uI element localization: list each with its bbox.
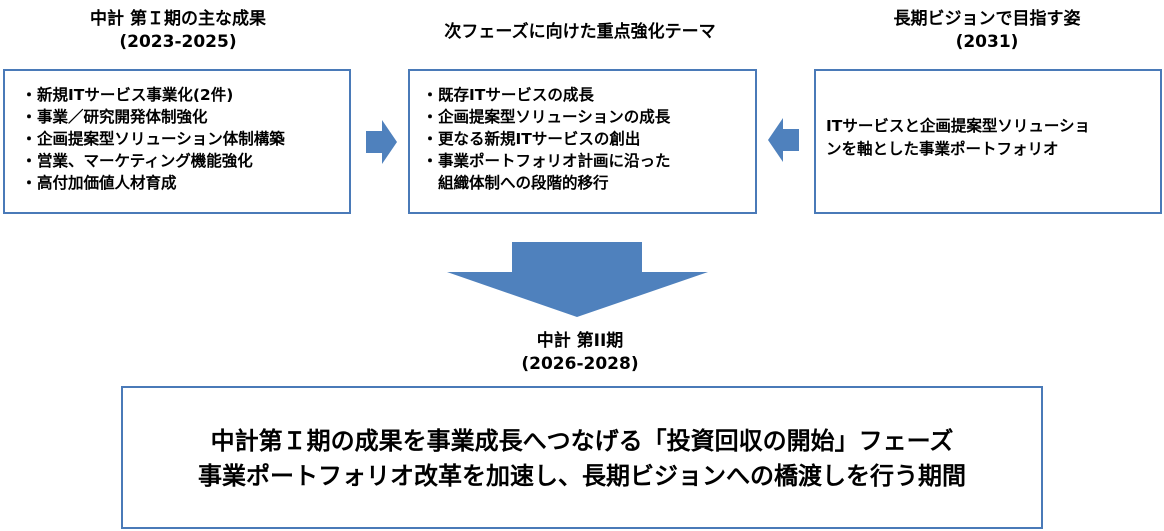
right-vision-line-1: ITサービスと企画提案型ソリューショ (826, 117, 1091, 135)
bottom-column-title: 中計 第II期 (2026-2028) (360, 330, 800, 376)
left-subtitle: (2023-2025) (119, 32, 237, 52)
list-item: ・営業、マーケティング機能強化 (21, 152, 253, 170)
phase-summary-line-2: 事業ポートフォリオ改革を加速し、長期ビジョンへの橋渡しを行う期間 (198, 462, 966, 490)
list-item: ・新規ITサービス事業化(2件) (21, 86, 234, 104)
down-arrow-icon (447, 242, 708, 317)
right-title: 長期ビジョンで目指す姿 (893, 9, 1081, 29)
list-item: ・高付加価値人材育成 (21, 174, 177, 192)
list-item: ・企画提案型ソリューションの成長 (422, 108, 671, 126)
bottom-title: 中計 第II期 (536, 331, 624, 351)
right-arrow-icon (366, 120, 397, 164)
left-results-list: ・新規ITサービス事業化(2件) ・事業／研究開発体制強化 ・企画提案型ソリュー… (21, 84, 349, 194)
middle-themes-list: ・既存ITサービスの成長 ・企画提案型ソリューションの成長 ・更なる新規ITサー… (422, 84, 755, 194)
left-title: 中計 第Ｉ期の主な成果 (90, 9, 266, 29)
bottom-subtitle: (2026-2028) (521, 354, 639, 374)
middle-themes-box: ・既存ITサービスの成長 ・企画提案型ソリューションの成長 ・更なる新規ITサー… (408, 69, 757, 214)
right-subtitle: (2031) (955, 32, 1019, 52)
right-vision-box: ITサービスと企画提案型ソリューショ ンを軸とした事業ポートフォリオ (814, 69, 1162, 214)
right-vision-text: ITサービスと企画提案型ソリューショ ンを軸とした事業ポートフォリオ (826, 115, 1160, 161)
phase-summary-box: 中計第Ｉ期の成果を事業成長へつなげる「投資回収の開始」フェーズ 事業ポートフォリ… (121, 386, 1043, 529)
left-column-title: 中計 第Ｉ期の主な成果 (2023-2025) (0, 8, 356, 54)
right-vision-line-2: ンを軸とした事業ポートフォリオ (826, 140, 1059, 158)
list-item: 組織体制への段階的移行 (438, 174, 609, 192)
phase-summary-line-1: 中計第Ｉ期の成果を事業成長へつなげる「投資回収の開始」フェーズ (210, 427, 954, 455)
right-column-title: 長期ビジョンで目指す姿 (2031) (810, 8, 1164, 54)
middle-title: 次フェーズに向けた重点強化テーマ (444, 22, 716, 42)
list-item: ・更なる新規ITサービスの創出 (422, 130, 641, 148)
left-arrow-icon (768, 118, 799, 162)
middle-column-title: 次フェーズに向けた重点強化テーマ (360, 21, 800, 44)
list-item: ・企画提案型ソリューション体制構築 (21, 130, 285, 148)
list-item: ・既存ITサービスの成長 (422, 86, 594, 104)
list-item: ・事業／研究開発体制強化 (21, 108, 208, 126)
list-item: ・事業ポートフォリオ計画に沿った (422, 152, 671, 170)
left-results-box: ・新規ITサービス事業化(2件) ・事業／研究開発体制強化 ・企画提案型ソリュー… (3, 69, 351, 214)
